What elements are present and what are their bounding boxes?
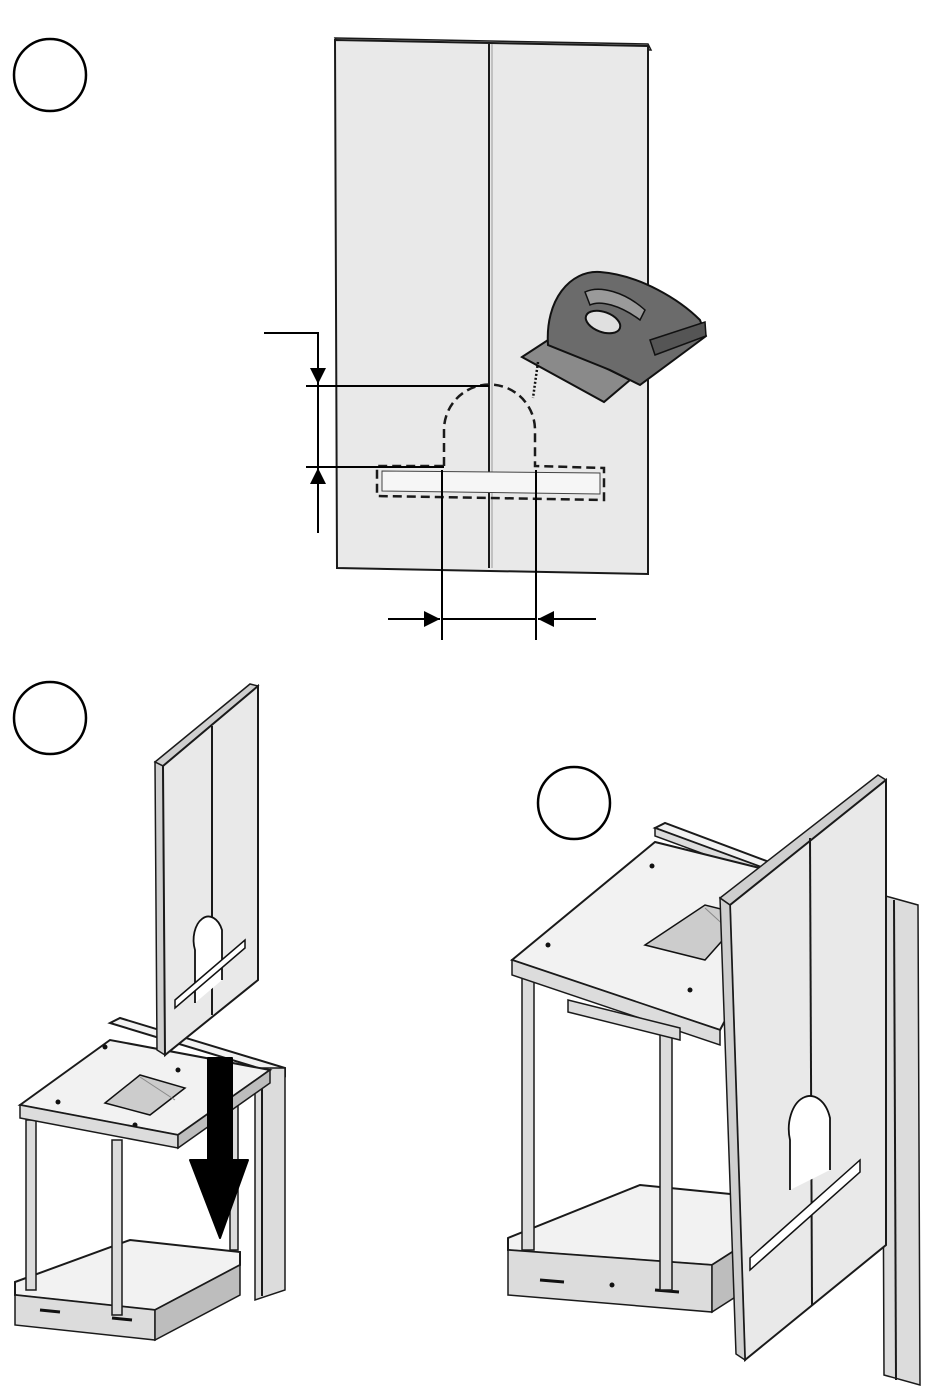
step-2-circle xyxy=(14,682,86,754)
panel-lowering xyxy=(155,684,258,1055)
step-1-circle xyxy=(14,39,86,111)
step-3-group xyxy=(508,767,920,1385)
step-1-group xyxy=(14,38,706,640)
step-2-group xyxy=(14,682,285,1340)
step-3-circle xyxy=(538,767,610,839)
